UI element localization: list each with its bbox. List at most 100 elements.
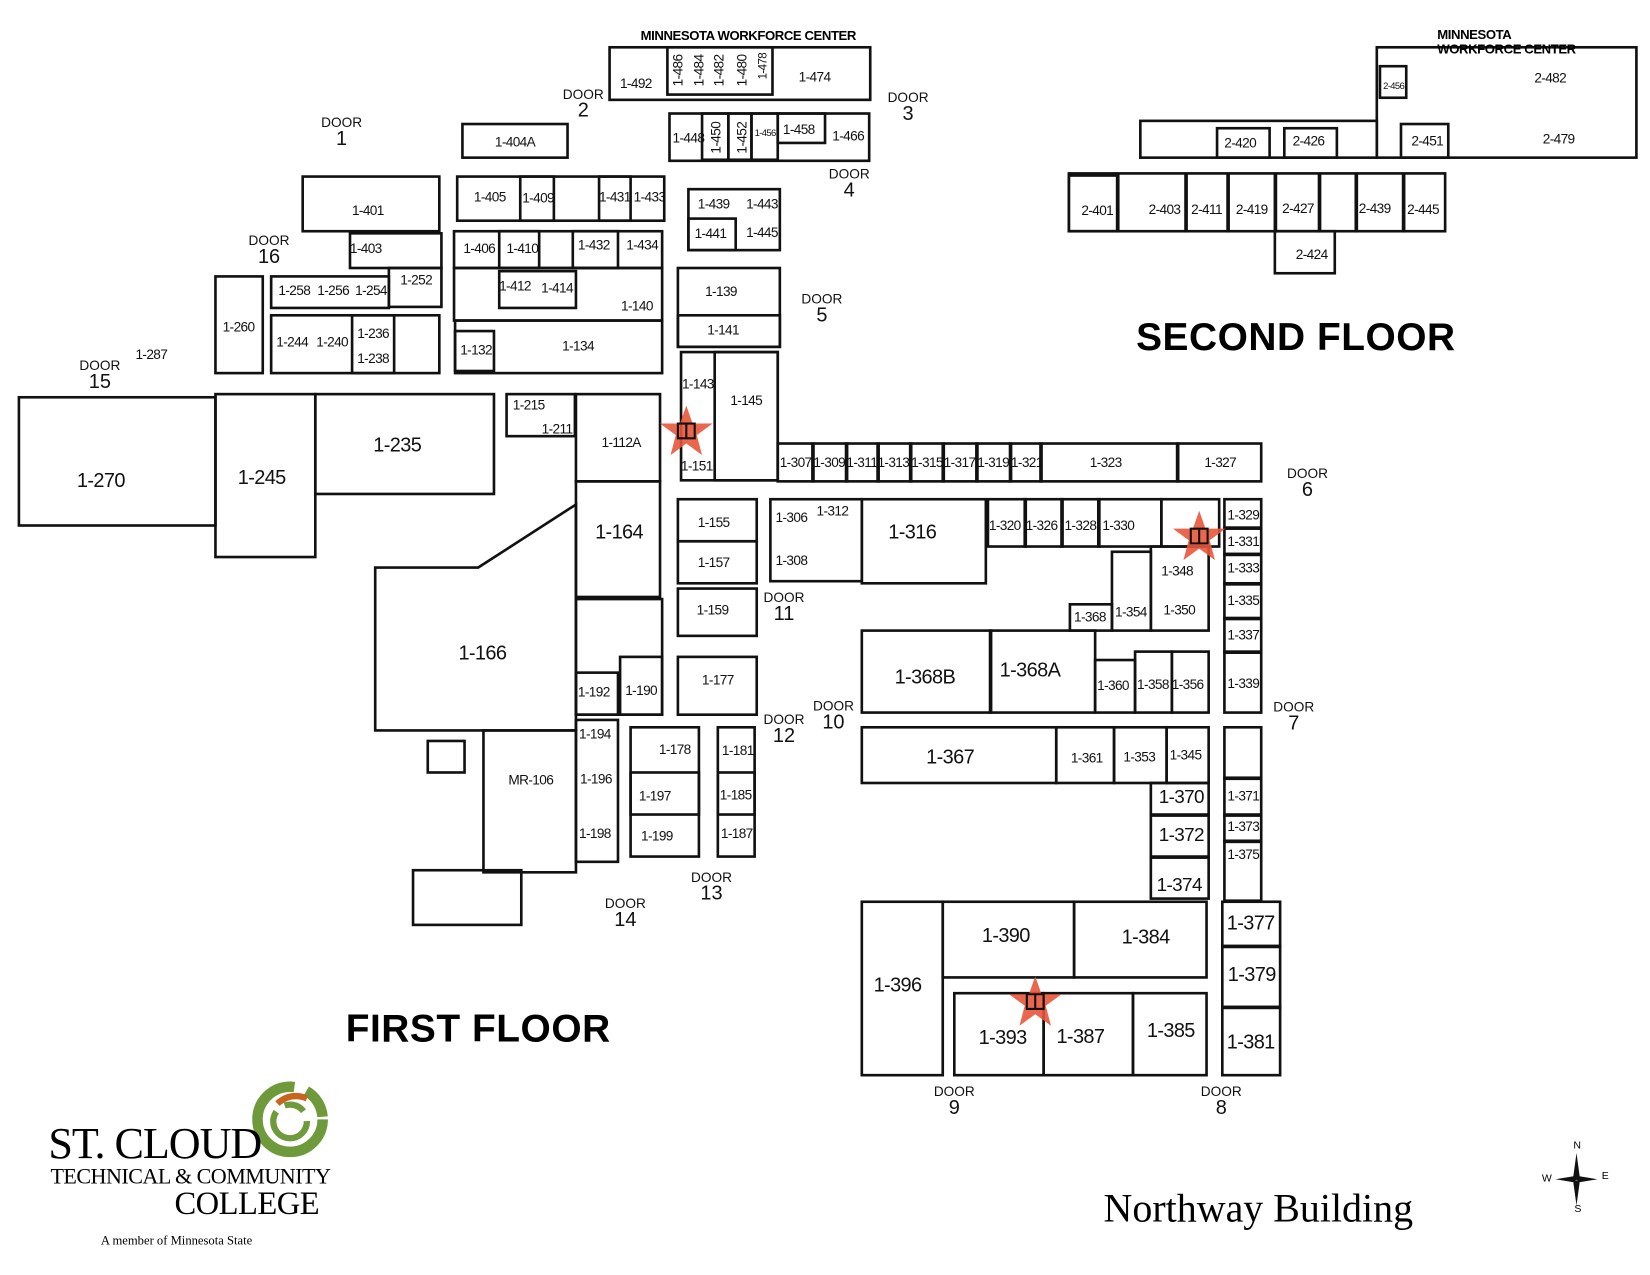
- door-word: DOOR: [1286, 465, 1328, 482]
- first-floor-room-label: 1-466: [832, 127, 865, 144]
- first-floor-room-label: 1-387: [1056, 1026, 1105, 1049]
- door-number: 6: [1301, 479, 1313, 502]
- wall: [1401, 174, 1406, 233]
- wall: [1273, 174, 1278, 233]
- star-icon: [1008, 976, 1062, 1026]
- wall: [860, 900, 945, 1077]
- first-floor-room-label: 1-433: [633, 188, 666, 205]
- door-number: 3: [902, 102, 914, 126]
- door-number: 1: [336, 128, 348, 151]
- workforce-center-label-second: MINNESOTA WORKFORCE CENTER: [1437, 27, 1576, 57]
- first-floor-room-label: 1-393: [978, 1027, 1028, 1050]
- wall: [1149, 855, 1210, 859]
- first-floor-room-label: 1-373: [1227, 818, 1260, 834]
- wall: [1223, 497, 1263, 714]
- door-number: 7: [1288, 712, 1300, 735]
- wall: [518, 175, 556, 223]
- door-word: DOOR: [812, 697, 854, 714]
- wall: [941, 442, 946, 483]
- first-floor-room-label: 1-312: [816, 502, 849, 519]
- first-floor-room-label: 1-356: [1171, 676, 1204, 693]
- first-floor-room-label: 1-371: [1227, 787, 1260, 804]
- door-word: DOOR: [763, 711, 805, 728]
- first-floor-room-label: 1-368: [1073, 609, 1106, 625]
- wall: [1375, 45, 1638, 159]
- first-floor-room-label: 1-412: [499, 277, 531, 294]
- door-number: 2: [577, 99, 589, 122]
- wall: [1223, 813, 1263, 817]
- first-floor-room-label: 1-185: [719, 786, 752, 803]
- first-floor-room-label: 1-431: [598, 188, 631, 205]
- first-floor-room-label: 1-132: [460, 342, 492, 358]
- wall: [844, 442, 849, 483]
- wall: [1223, 581, 1263, 586]
- door-word: DOOR: [763, 589, 805, 606]
- first-floor-room-label: 1-409: [522, 189, 555, 206]
- logo-line1: ST. CLOUD: [48, 1120, 262, 1169]
- wall: [629, 771, 701, 816]
- door-word: DOOR: [801, 291, 843, 307]
- first-floor-room-label: 1-401: [351, 202, 384, 219]
- first-floor-room-label: 1-410: [506, 240, 539, 256]
- door-number: 13: [700, 882, 723, 905]
- first-floor-room-label: 1-236: [357, 325, 390, 342]
- first-floor-room-label: 1-157: [697, 554, 730, 571]
- door-number: 9: [948, 1097, 960, 1120]
- first-floor-room-label: 1-139: [705, 283, 737, 300]
- first-floor-room-label: 1-448: [672, 129, 705, 146]
- workforce-center-label-first: MINNESOTA WORKFORCE CENTER: [640, 28, 857, 44]
- door-number: 12: [772, 725, 796, 748]
- first-floor-room-label: 1-358: [1137, 676, 1169, 693]
- door-number: 10: [822, 711, 845, 734]
- door-word: DOOR: [321, 114, 363, 131]
- first-floor-room-label: 1-384: [1121, 926, 1171, 949]
- first-floor-room-label: 1-215: [512, 396, 545, 413]
- wall: [860, 497, 988, 585]
- wall: [1223, 552, 1263, 557]
- first-floor-room-label: 1-443: [746, 196, 778, 212]
- wall: [713, 350, 780, 482]
- first-floor-room-label: 1-335: [1227, 592, 1260, 609]
- first-floor-room-label: 1-155: [697, 514, 730, 531]
- wall: [1115, 174, 1120, 233]
- door-word: DOOR: [887, 89, 929, 106]
- first-floor-room-label: 1-177: [701, 672, 734, 688]
- wall: [1149, 813, 1210, 817]
- first-floor-room-label: 1-164: [595, 521, 644, 544]
- first-floor-room-label: 1-474: [798, 68, 831, 85]
- first-floor-room-label: 1-370: [1158, 786, 1205, 808]
- first-floor-room-label: 1-432: [577, 237, 610, 253]
- wall: [1273, 229, 1337, 275]
- wall: [1096, 497, 1101, 548]
- first-floor-room-label: 1-317: [943, 454, 976, 471]
- star-icon: [660, 405, 713, 456]
- first-floor-room-label: 1-482: [711, 54, 727, 87]
- first-floor-room-label: 1-368B: [894, 666, 956, 689]
- first-floor-room-label: 1-313: [877, 454, 910, 471]
- door-word: DOOR: [828, 166, 870, 182]
- first-floor-room-label: 1-181: [721, 742, 754, 759]
- first-floor-room-label: 1-240: [316, 333, 349, 350]
- first-floor-room-label: 1-192: [577, 683, 610, 700]
- compass-rose: N W E S: [1540, 1140, 1614, 1219]
- star-icon: [1172, 510, 1226, 561]
- first-floor-room-label: 1-452: [734, 121, 750, 154]
- wall: [1220, 944, 1282, 949]
- second-floor-room-label: 2-427: [1282, 200, 1314, 216]
- first-floor-room-label: 1-197: [638, 787, 671, 804]
- first-floor-room-label: 1-190: [625, 682, 658, 699]
- first-floor-room-label: 1-320: [988, 517, 1021, 534]
- door-word: DOOR: [1200, 1083, 1242, 1100]
- first-floor-room-label: 1-199: [640, 827, 673, 844]
- logo-line3: COLLEGE: [174, 1184, 320, 1222]
- door-word: DOOR: [933, 1083, 975, 1100]
